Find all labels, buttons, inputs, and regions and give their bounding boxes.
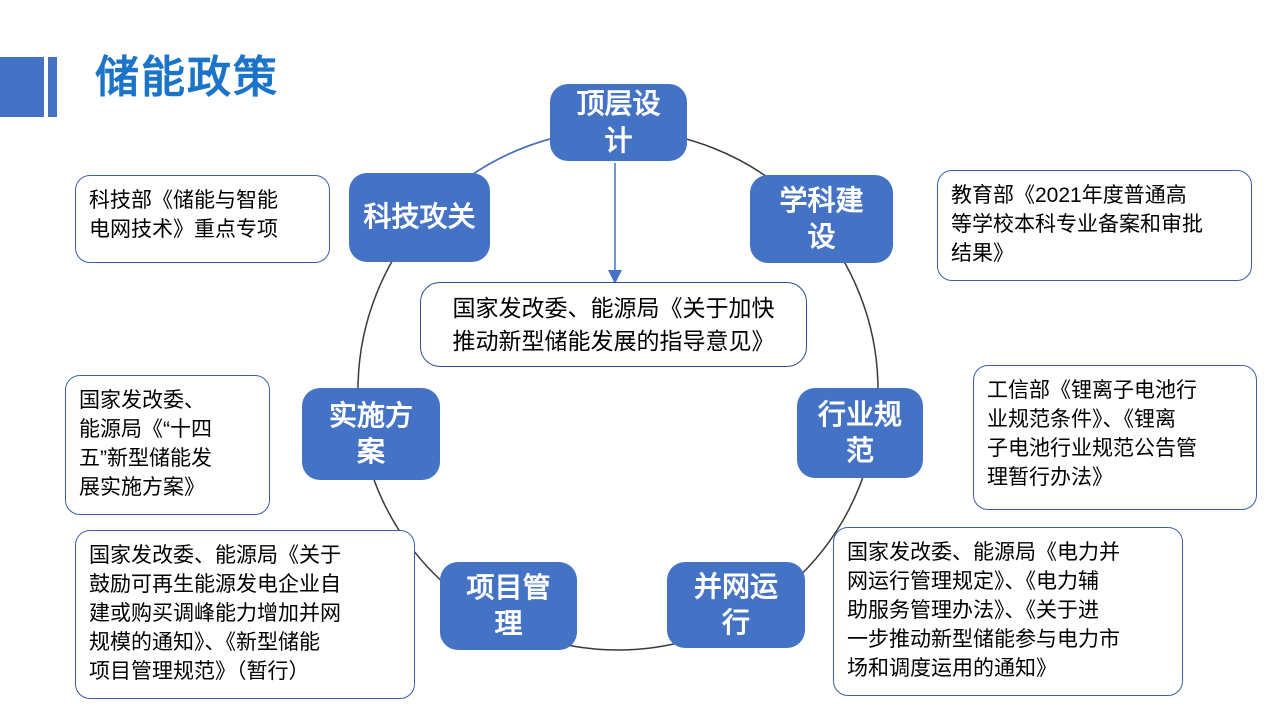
node-implementation-plan: 实施方 案 [302,388,440,480]
page-title: 储能政策 [95,53,279,102]
callout-ndrc-14-5-plan: 国家发改委、 能源局《“十四 五”新型储能发 展实施方案》 [65,375,270,515]
node-project-management: 项目管 理 [440,562,577,650]
node-tech-research: 科技攻关 [349,173,490,262]
arrow-to-center-head [608,270,622,284]
title-accent-bar [48,57,57,117]
center-policy-box: 国家发改委、能源局《关于加快 推动新型储能发展的指导意见》 [420,282,807,367]
callout-grid-operation-policies: 国家发改委、能源局《电力并 网运行管理规定》、《电力辅 助服务管理办法》、《关于… [833,527,1183,696]
title-accent-square [0,57,44,117]
node-grid-operation: 并网运 行 [667,562,805,648]
callout-most-special-project: 科技部《储能与智能 电网技术》重点专项 [75,175,330,263]
callout-project-management-policies: 国家发改委、能源局《关于 鼓励可再生能源发电企业自 建或购买调峰能力增加并网 规… [75,530,415,699]
callout-miit-battery-rules: 工信部《锂离子电池行 业规范条件》、《锂离 子电池行业规范公告管 理暂行办法》 [973,365,1257,510]
callout-moe-majors: 教育部《2021年度普通高 等学校本科专业备案和审批 结果》 [937,170,1252,281]
node-discipline-construction: 学科建 设 [750,175,893,263]
node-top-level-design: 顶层设 计 [550,84,687,161]
node-industry-standards: 行业规 范 [797,388,923,478]
